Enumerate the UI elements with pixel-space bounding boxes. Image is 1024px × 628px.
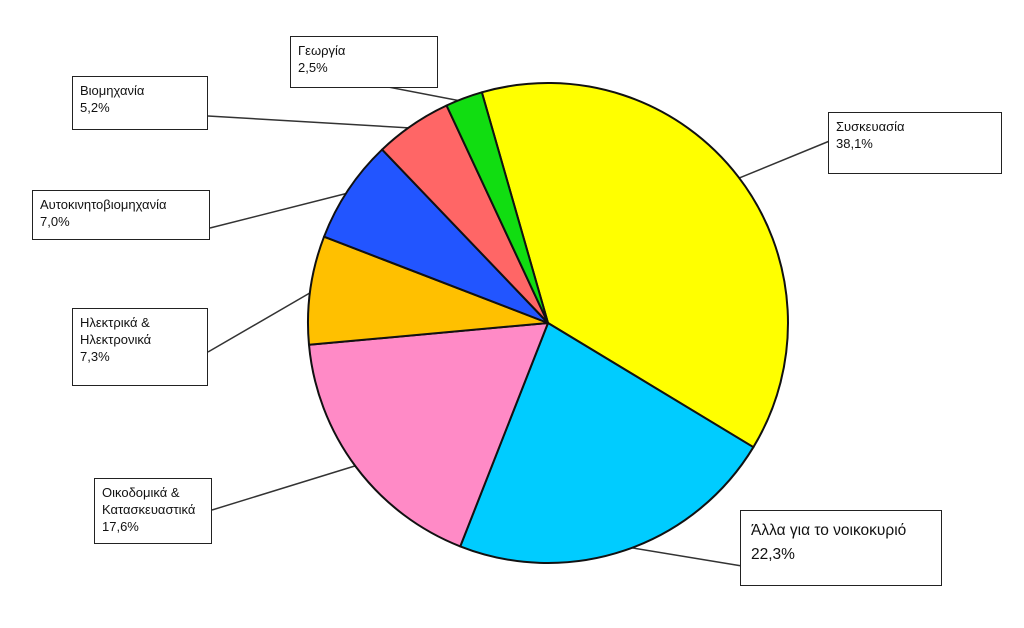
- pie-slices: [307, 82, 789, 564]
- pie-slice-alla-noikokyrio: [459, 322, 755, 564]
- leader-line-alla-noikokyrio: [623, 545, 743, 567]
- label-viomichania-name: Βιομηχανία: [80, 83, 145, 98]
- pie-slice-georgia: [445, 91, 549, 324]
- label-oikodomika-value: 17,6%: [102, 519, 139, 534]
- label-alla-noikokyrio-name: Άλλα για το νοικοκυριό: [751, 522, 907, 539]
- label-syskevasia: Συσκευασία 38,1%: [828, 112, 1002, 174]
- label-aftokinitoviomichania-value: 7,0%: [40, 214, 70, 229]
- pie-slice-ilektrika: [307, 235, 549, 346]
- pie-slice-aftokinitoviomichania: [323, 148, 549, 324]
- label-georgia-value: 2,5%: [298, 60, 328, 75]
- label-oikodomika-name: Οικοδομικά & Κατασκευαστικά: [102, 485, 196, 517]
- pie-slice-syskevasia: [480, 82, 789, 449]
- leader-line-oikodomika: [211, 463, 360, 511]
- label-syskevasia-name: Συσκευασία: [836, 119, 905, 134]
- label-syskevasia-value: 38,1%: [836, 136, 873, 151]
- label-aftokinitoviomichania-name: Αυτοκινητοβιομηχανία: [40, 197, 167, 212]
- label-alla-noikokyrio: Άλλα για το νοικοκυριό 22,3%: [740, 510, 942, 586]
- leader-lines: [207, 81, 833, 567]
- leader-line-syskevasia: [735, 139, 833, 181]
- label-viomichania-value: 5,2%: [80, 100, 110, 115]
- label-aftokinitoviomichania: Αυτοκινητοβιομηχανία 7,0%: [32, 190, 210, 240]
- label-ilektrika: Ηλεκτρικά & Ηλεκτρονικά 7,3%: [72, 308, 208, 386]
- label-ilektrika-value: 7,3%: [80, 349, 110, 364]
- label-alla-noikokyrio-value: 22,3%: [751, 546, 795, 563]
- label-georgia: Γεωργία 2,5%: [290, 36, 438, 88]
- leader-line-ilektrika: [207, 289, 315, 353]
- leader-line-viomichania: [207, 115, 415, 129]
- label-georgia-name: Γεωργία: [298, 43, 346, 58]
- leader-line-aftokinitoviomichania: [209, 191, 352, 229]
- label-oikodomika: Οικοδομικά & Κατασκευαστικά 17,6%: [94, 478, 212, 544]
- pie-slice-oikodomika: [307, 322, 549, 548]
- label-ilektrika-name: Ηλεκτρικά & Ηλεκτρονικά: [80, 315, 152, 347]
- label-viomichania: Βιομηχανία 5,2%: [72, 76, 208, 130]
